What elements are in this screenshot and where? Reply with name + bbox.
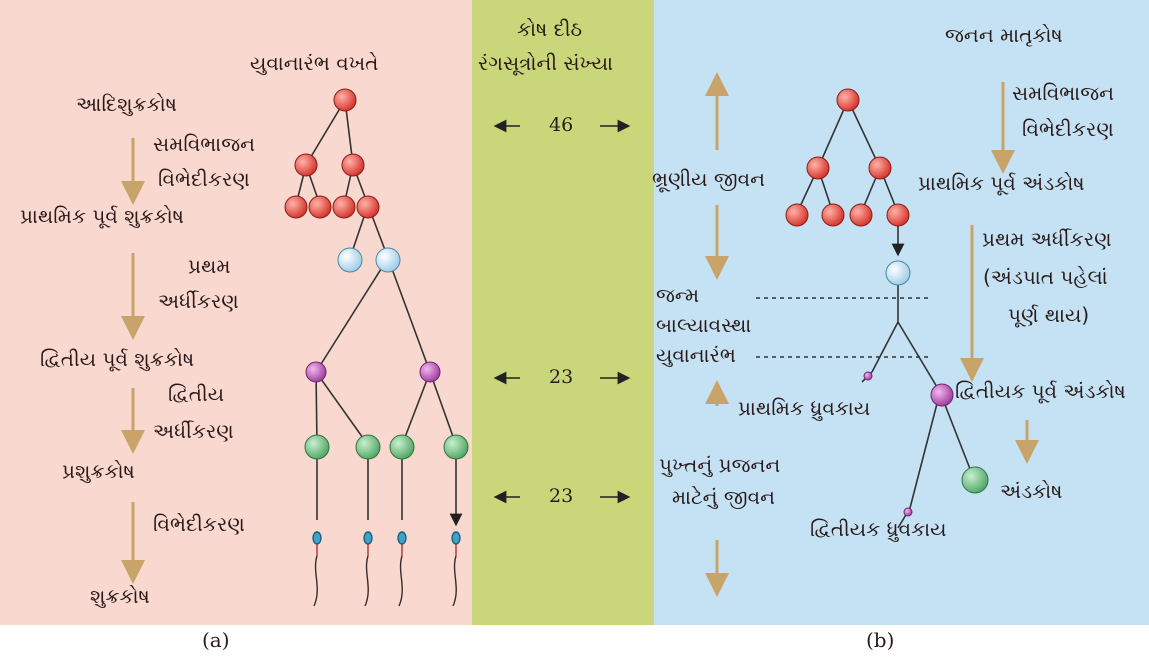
cell-ovum [962, 467, 988, 493]
label-childhood: બાલ્યાવસ્થા [656, 314, 751, 337]
cell-primary-oocyte [886, 261, 910, 285]
cell-oogonium [837, 89, 859, 111]
cell-oogonium [869, 157, 891, 179]
label-secondary-spermatocyte: દ્વિતીય પૂર્વ શુક્રકોષ [40, 348, 194, 371]
caption-a: (a) [202, 628, 230, 652]
label-first-meiosis-1: પ્રથમ [188, 255, 230, 278]
cell-oogonium [807, 157, 829, 179]
label-primary-polar-body: પ્રાથમિક ધ્રુવકાય [738, 397, 870, 420]
label-primary-spermatocyte: પ્રાથમિક પૂર્વ શુક્રકોષ [20, 205, 184, 228]
chromosome-count-diploid: 46 [549, 114, 573, 136]
label-first-meiosis-2: અર્ધીકરણ [158, 290, 239, 313]
cell-spermatid [356, 435, 380, 459]
oogonium-header: જનન માતૃકોષ [945, 24, 1063, 47]
panel-b-timeline-arrows [717, 82, 1027, 585]
cell-spermatogonium [285, 196, 307, 218]
label-adult-reproductive-life-1: પુખ્તનું પ્રજનન [659, 454, 780, 477]
sperm-cell [313, 532, 321, 606]
cell-spermatid [305, 435, 329, 459]
cell-secondary-spermatocyte [420, 362, 440, 382]
sperm-cell [364, 532, 372, 606]
cell-spermatid [390, 435, 414, 459]
label-differentiation: વિભેદીકરણ [158, 168, 250, 191]
cell-oogonium [822, 204, 844, 226]
panel-b-cells [786, 89, 988, 516]
label-ovum: અંડકોષ [1000, 480, 1062, 503]
label-first-meiosis-b: પ્રથમ અર્ધીકરણ [982, 228, 1112, 251]
label-mitosis-b: સમવિભાજન [1012, 82, 1114, 105]
cell-spermatogonium [334, 89, 356, 111]
life-stage-dotted-lines [756, 298, 930, 357]
label-secondary-oocyte: દ્વિતીયક પૂર્વ અંડકોષ [955, 380, 1126, 403]
label-secondary-polar-body: દ્વિતીયક ધ્રુવકાય [810, 518, 946, 541]
label-embryonic-life: ભ્રૂણીય જીવન [652, 168, 765, 191]
cell-secondary-oocyte [931, 384, 953, 406]
sperm-cell [452, 532, 460, 606]
puberty-header: યુવાનારંભ વખતે [250, 52, 378, 75]
label-second-meiosis-2: અર્ધીકરણ [153, 420, 234, 443]
label-primary-oocyte: પ્રાથમિક પૂર્વ અંડકોષ [918, 172, 1085, 195]
chromosome-count-haploid-2: 23 [549, 485, 573, 507]
sperm-cells [313, 532, 460, 606]
cell-oogonium [786, 204, 808, 226]
caption-b: (b) [866, 628, 894, 652]
label-puberty-b: યુવાનારંભ [656, 344, 736, 367]
chromosome-count-haploid: 23 [549, 366, 573, 388]
chromosome-count-arrows [500, 126, 624, 497]
cell-secondary-spermatocyte [306, 362, 326, 382]
label-spermatid: પ્રશુક્રકોષ [62, 460, 135, 483]
label-birth: જન્મ [656, 284, 699, 307]
label-adult-reproductive-life-2: માટેનું જીવન [672, 486, 775, 509]
cell-oogonium [850, 204, 872, 226]
chromosome-header-line2: રંગસૂત્રોની સંખ્યા [478, 52, 613, 75]
sperm-cell [398, 532, 406, 606]
cell-spermatogonium [342, 154, 364, 176]
cell-secondary-polar-body [904, 508, 912, 516]
label-second-meiosis-1: દ્વિતીય [168, 383, 224, 406]
cell-spermatid [444, 435, 468, 459]
label-spermatogonium: આદિશુક્રકોષ [76, 93, 177, 116]
label-before-ovulation: (અંડપાત પહેલાં [983, 266, 1108, 289]
label-completed: પૂર્ણ થાય) [1008, 304, 1089, 327]
label-spermiogenesis: વિભેદીકરણ [153, 513, 245, 536]
chromosome-header-line1: કોષ દીઠ [517, 18, 582, 41]
label-mitosis: સમવિભાજન [153, 133, 255, 156]
cell-primary-spermatocyte [338, 248, 362, 272]
label-sperm: શુક્રકોષ [90, 585, 150, 608]
cell-spermatogonium [309, 196, 331, 218]
cell-primary-spermatocyte [376, 248, 400, 272]
cell-spermatogonium [357, 196, 379, 218]
cell-oogonium [887, 204, 909, 226]
cell-primary-polar-body [864, 372, 872, 380]
label-differentiation-b: વિભેદીકરણ [1022, 118, 1114, 141]
cell-spermatogonium [295, 154, 317, 176]
cell-spermatogonium [333, 196, 355, 218]
